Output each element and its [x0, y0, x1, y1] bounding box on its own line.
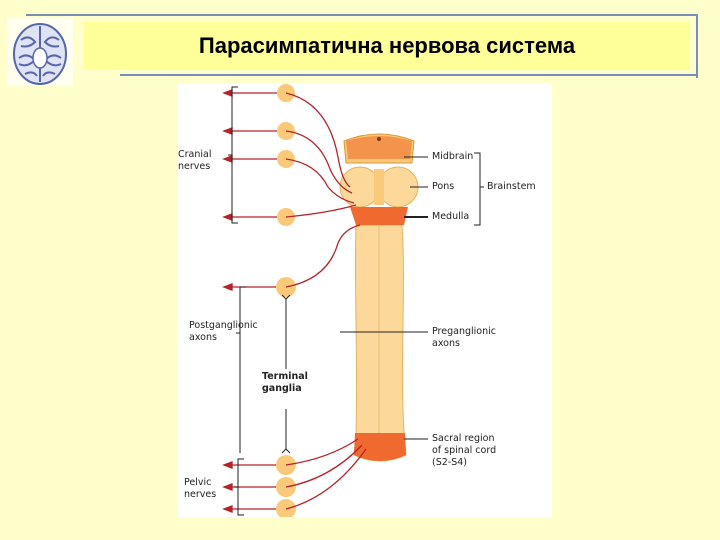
- label-terminal-ganglia: Terminal ganglia: [262, 371, 308, 394]
- spinal-cord: [353, 224, 407, 462]
- title-box: Парасимпатична нервова система: [84, 22, 690, 70]
- label-pelvic-nerves: Pelvic nerves: [184, 477, 217, 500]
- pelvic-ganglion-3: [276, 499, 296, 517]
- preganglionic-nerves: [285, 92, 367, 510]
- label-pons: Pons: [432, 181, 455, 192]
- postganglionic-axons: [222, 89, 277, 513]
- title-frame: [26, 14, 698, 78]
- label-postganglionic-axons: Postganglionic axons: [189, 320, 258, 343]
- label-midbrain: Midbrain: [432, 151, 474, 162]
- sacral-region-highlight: [354, 433, 406, 461]
- label-sacral-region: Sacral region of spinal cord (S2-S4): [432, 433, 497, 468]
- label-medulla: Medulla: [432, 211, 470, 222]
- slide-title: Парасимпатична нервова система: [198, 33, 576, 58]
- brain-logo-icon: [7, 18, 73, 86]
- label-brackets: [228, 86, 484, 516]
- label-cranial-nerves: Cranial nerves: [178, 149, 212, 172]
- title-frame-underline: [120, 74, 698, 76]
- label-preganglionic-axons: Preganglionic axons: [432, 326, 496, 349]
- brainstem: [339, 133, 419, 225]
- parasympathetic-diagram: Cranial nerves Postganglionic axons Term…: [178, 83, 552, 517]
- label-brainstem: Brainstem: [487, 181, 536, 192]
